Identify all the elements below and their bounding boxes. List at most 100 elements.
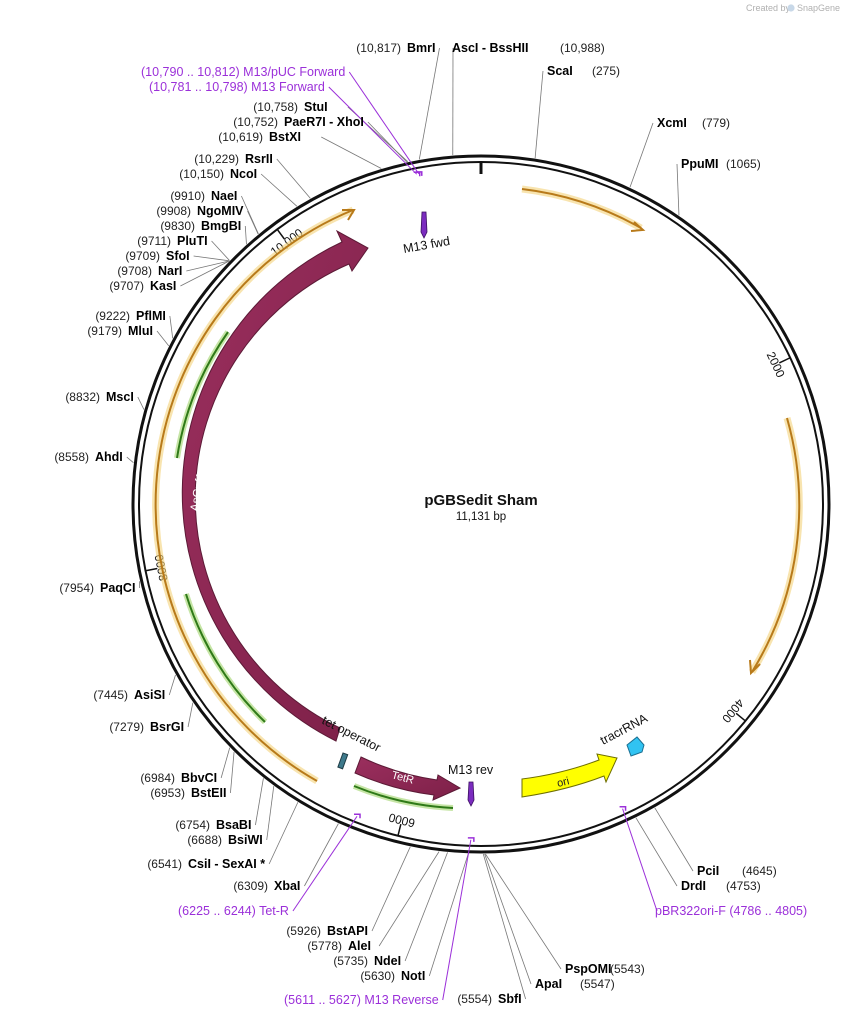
site-asci-bsshii[interactable]: (10,988)AscI - BssHII xyxy=(452,41,605,55)
site-name: BstAPI xyxy=(327,924,368,938)
tick-8000 xyxy=(145,567,158,572)
site-ndei[interactable]: (5735)NdeI xyxy=(333,954,401,968)
site-paqci[interactable]: (7954)PaqCI xyxy=(59,581,135,595)
primer-line-2 xyxy=(292,816,358,912)
feature-tracrrna[interactable] xyxy=(626,736,645,757)
site-position: (9830) xyxy=(160,219,195,233)
site-csii-sexai[interactable]: (6541)CsiI - SexAI * xyxy=(147,857,265,871)
site-ncoi[interactable]: (10,150) NcoI xyxy=(179,167,257,181)
label-m13-fwd: M13 fwd xyxy=(402,234,451,256)
feature-m13-rev[interactable] xyxy=(467,781,475,807)
site-xbai[interactable]: (6309)XbaI xyxy=(233,879,300,893)
site-alei[interactable]: (5778)AleI xyxy=(307,939,371,953)
feature-tet-operator[interactable] xyxy=(337,752,349,770)
site-naei[interactable]: (9910) NaeI xyxy=(170,189,237,203)
site-ppumi[interactable]: (1065)PpuMI xyxy=(681,157,761,171)
site-sbfi[interactable]: (5554)SbfI xyxy=(457,992,521,1006)
credit-text: Created by xyxy=(746,3,791,13)
site-bstxi[interactable]: (10,619)BstXI xyxy=(218,130,301,144)
feature-tetr[interactable] xyxy=(354,756,462,801)
site-bbvci[interactable]: (6984)BbvCI xyxy=(140,771,217,785)
site-name: RsrII xyxy=(245,152,273,166)
feature-arc-right xyxy=(749,417,803,674)
site-kasi[interactable]: (9707)KasI xyxy=(109,279,176,293)
site-mlui[interactable]: (9179)MluI xyxy=(87,324,153,338)
site-position: (9910) xyxy=(170,189,205,203)
site-name: AscI - BssHII xyxy=(452,41,528,55)
site-noti[interactable]: (5630)NotI xyxy=(360,969,425,983)
green-arc-3-core xyxy=(353,785,454,809)
site-lines xyxy=(126,47,694,1001)
site-apai[interactable]: (5547)ApaI xyxy=(535,977,615,991)
site-name: MscI xyxy=(106,390,134,404)
site-pflmi[interactable]: (9222)PflMI xyxy=(95,309,166,323)
site-line-sbfi xyxy=(482,853,526,1000)
tick-4000 xyxy=(735,712,746,722)
site-msci[interactable]: (8832)MscI xyxy=(65,390,133,404)
site-position: (6754) xyxy=(175,818,210,832)
feature-arc-top-right-head xyxy=(630,221,646,232)
site-xcmi[interactable]: (779)XcmI xyxy=(657,116,730,130)
feature-arc-right-head xyxy=(749,659,761,676)
site-line-bstapi xyxy=(371,846,411,932)
primer-label-1[interactable]: (10,781 .. 10,798) M13 Forward xyxy=(149,80,325,94)
primer-label-4[interactable]: pBR322ori-F (4786 .. 4805) xyxy=(655,904,807,918)
site-bstapi[interactable]: (5926)BstAPI xyxy=(286,924,368,938)
site-position: (9708) xyxy=(117,264,152,278)
label-m13-rev: M13 rev xyxy=(448,763,494,777)
site-rsrii[interactable]: (10,229)RsrII xyxy=(194,152,273,166)
site-bmri[interactable]: (10,817)BmrI xyxy=(356,41,435,55)
label-ascpf1: AsCpf1 xyxy=(187,471,208,513)
site-drdi[interactable]: (4753)DrdI xyxy=(681,879,761,893)
site-bmgbi[interactable]: (9830)BmgBI xyxy=(160,219,241,233)
site-name: NaeI xyxy=(211,189,237,203)
site-line-asisi xyxy=(168,674,176,696)
site-name: PaeR7I - XhoI xyxy=(284,115,364,129)
feature-arc-right-core xyxy=(751,417,801,673)
site-pluti[interactable]: (9711)PluTI xyxy=(137,234,207,248)
site-line-naei xyxy=(241,195,259,235)
primer-label-2[interactable]: (6225 .. 6244) Tet-R xyxy=(178,904,289,918)
site-nari[interactable]: (9708)NarI xyxy=(117,264,182,278)
site-position: (10,752) xyxy=(233,115,278,129)
site-name: AhdI xyxy=(95,450,123,464)
primer-label-3[interactable]: (5611 .. 5627) M13 Reverse xyxy=(284,993,439,1007)
site-position: (10,150) xyxy=(179,167,224,181)
site-line-ndei xyxy=(404,852,448,962)
site-pspomi[interactable]: (5543)PspOMI xyxy=(565,962,645,976)
site-name: PspOMI xyxy=(565,962,612,976)
site-name: XbaI xyxy=(274,879,300,893)
primer-label-0[interactable]: (10,790 .. 10,812) M13/pUC Forward xyxy=(141,65,345,79)
site-name: PaqCI xyxy=(100,581,135,595)
green-features xyxy=(174,330,454,811)
feature-ascpf1[interactable] xyxy=(181,229,369,742)
tick-2000 xyxy=(778,357,791,364)
site-name: BsrGI xyxy=(150,720,184,734)
feature-m13-fwd[interactable] xyxy=(420,211,428,239)
site-asisi[interactable]: (7445)AsiSI xyxy=(93,688,165,702)
site-bsteii[interactable]: (6953)BstEII xyxy=(150,786,226,800)
site-position: (5543) xyxy=(610,962,645,976)
site-paer7i-xhoi[interactable]: (10,752) PaeR7I - XhoI xyxy=(233,115,364,129)
site-stui[interactable]: (10,758)StuI xyxy=(253,100,327,114)
feature-arc-top-right-core xyxy=(521,188,642,229)
site-ngomiv[interactable]: (9908)NgoMIV xyxy=(156,204,244,218)
site-ahdi[interactable]: (8558)AhdI xyxy=(54,450,122,464)
site-name: NcoI xyxy=(230,167,257,181)
site-line-bbvci xyxy=(220,747,231,779)
site-sfoi[interactable]: (9709)SfoI xyxy=(125,249,189,263)
green-arc-1-core xyxy=(176,331,229,459)
feature-arc-left-head xyxy=(342,209,356,221)
green-arc-2-core xyxy=(185,593,266,723)
site-pcii[interactable]: (4645)PciI xyxy=(697,864,777,878)
site-line-pcii xyxy=(654,807,694,872)
site-bsiwi[interactable]: (6688)BsiWI xyxy=(187,833,262,847)
site-scai[interactable]: (275)ScaI xyxy=(547,64,620,78)
site-position: (6688) xyxy=(187,833,222,847)
site-bsrgi[interactable]: (7279)BsrGI xyxy=(109,720,184,734)
feature-ori[interactable] xyxy=(521,753,618,798)
site-name: ScaI xyxy=(547,64,573,78)
site-bsabi[interactable]: (6754)BsaBI xyxy=(175,818,251,832)
site-position: (5735) xyxy=(333,954,368,968)
site-line-bsrgi xyxy=(187,702,194,728)
